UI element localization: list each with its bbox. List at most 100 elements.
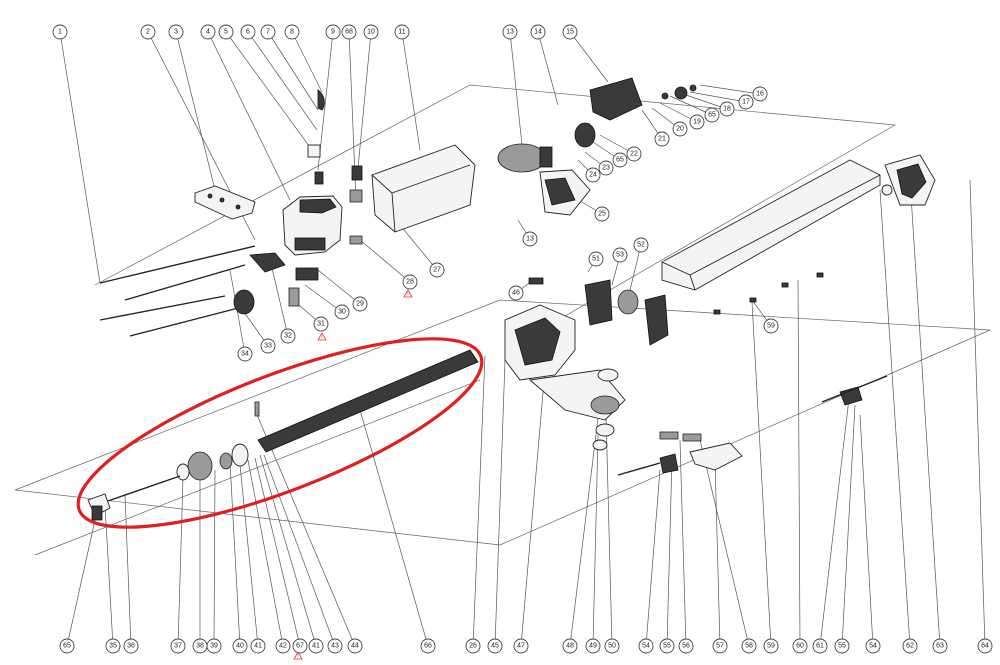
callout-number: 65 — [616, 157, 624, 164]
callout-number: 2 — [146, 29, 150, 36]
leader-line — [679, 439, 687, 647]
callout-circle — [585, 638, 601, 654]
callout-circle — [347, 638, 363, 654]
callout-number: 10 — [367, 29, 375, 36]
callout-number: 31 — [317, 321, 325, 328]
callout-circle — [902, 638, 918, 654]
callout-circle — [308, 638, 324, 654]
part-callout: 65 — [59, 638, 75, 654]
warning-symbol: ! — [293, 651, 303, 660]
callout-number: 33 — [264, 343, 272, 350]
lower-accessories — [617, 375, 888, 476]
part-callout: 35 — [105, 638, 121, 654]
callout-number: 36 — [127, 643, 135, 650]
callout-number: 21 — [658, 136, 666, 143]
part-callout: 54 — [865, 638, 881, 654]
part-callout: 55 — [834, 638, 850, 654]
warning-symbol: ! — [403, 289, 413, 298]
callout-number: 61 — [816, 643, 824, 650]
leader-line — [401, 31, 421, 151]
part-callout: 22 — [626, 146, 642, 162]
callout-circle — [932, 638, 948, 654]
leader-line — [751, 301, 772, 647]
callout-circle — [170, 638, 186, 654]
callout-circle — [352, 296, 368, 312]
callout-number: 64 — [981, 643, 989, 650]
callout-number: 19 — [693, 119, 701, 126]
part-callout: 61 — [812, 638, 828, 654]
part-callout: 55 — [659, 638, 675, 654]
part-callout: 7 — [260, 24, 276, 40]
part-callout: 63 — [932, 638, 948, 654]
part-callout: 50 — [604, 638, 620, 654]
callout-number: 27 — [433, 267, 441, 274]
callout-circle — [140, 24, 156, 40]
leader-line — [229, 461, 241, 647]
callout-number: 55 — [838, 643, 846, 650]
callout-circle — [672, 121, 688, 137]
callout-number: 16 — [756, 91, 764, 98]
callout-number: 50 — [608, 643, 616, 650]
leader-line — [494, 359, 506, 647]
leader-line — [569, 401, 601, 647]
callout-number: 7 — [266, 29, 270, 36]
part-callout: 31 — [313, 316, 329, 332]
callout-circle — [487, 638, 503, 654]
part-callout: 15 — [562, 24, 578, 40]
part-callout: 24 — [585, 167, 601, 183]
leader-line — [104, 504, 114, 647]
leader-line — [213, 469, 216, 647]
part-callout: 62 — [902, 638, 918, 654]
callout-number: 40 — [236, 643, 244, 650]
leader-lines — [59, 31, 986, 647]
callout-number: 6 — [246, 29, 250, 36]
leader-line — [509, 31, 523, 146]
callout-circle — [206, 638, 222, 654]
callout-circle — [327, 638, 343, 654]
callout-number: 5 — [224, 29, 228, 36]
leader-line — [247, 31, 318, 131]
part-callout: 40 — [232, 638, 248, 654]
callout-circle — [678, 638, 694, 654]
callout-circle — [250, 638, 266, 654]
callout-circle — [402, 274, 418, 290]
callout-number: 30 — [338, 309, 346, 316]
svg-text:!: ! — [407, 292, 408, 298]
callout-number: 55 — [663, 643, 671, 650]
callout-circle — [594, 206, 610, 222]
part-callout: 60 — [792, 638, 808, 654]
callout-circle — [280, 328, 296, 344]
callout-circle — [741, 638, 757, 654]
callout-number: 67 — [296, 643, 304, 650]
callout-circle — [313, 316, 329, 332]
leader-line — [537, 31, 559, 106]
leader-line — [859, 414, 874, 647]
part-callout: 27 — [429, 262, 445, 278]
callout-circle — [704, 107, 720, 123]
callout-number: 60 — [796, 643, 804, 650]
callout-number: 63 — [936, 643, 944, 650]
svg-text:!: ! — [297, 654, 298, 660]
callout-number: 26 — [469, 643, 477, 650]
callout-number: 65 — [63, 643, 71, 650]
motor-group — [497, 77, 697, 216]
callout-circle — [659, 638, 675, 654]
part-callout: 54 — [638, 638, 654, 654]
part-callout: 1 — [52, 24, 68, 40]
leader-line — [399, 224, 438, 271]
callout-circle — [633, 237, 649, 253]
callout-number: 48 — [566, 643, 574, 650]
aluminium-profile — [661, 154, 936, 315]
callout-circle — [237, 346, 253, 362]
leader-line — [254, 457, 301, 647]
callout-circle — [604, 638, 620, 654]
leader-line — [629, 244, 642, 291]
callout-number: 57 — [716, 643, 724, 650]
callout-circle — [341, 24, 357, 40]
leader-line — [259, 454, 317, 647]
callout-circle — [325, 24, 341, 40]
callout-circle — [763, 638, 779, 654]
leader-line — [797, 279, 801, 647]
callout-number: 46 — [512, 290, 520, 297]
part-callout: 25 — [594, 206, 610, 222]
